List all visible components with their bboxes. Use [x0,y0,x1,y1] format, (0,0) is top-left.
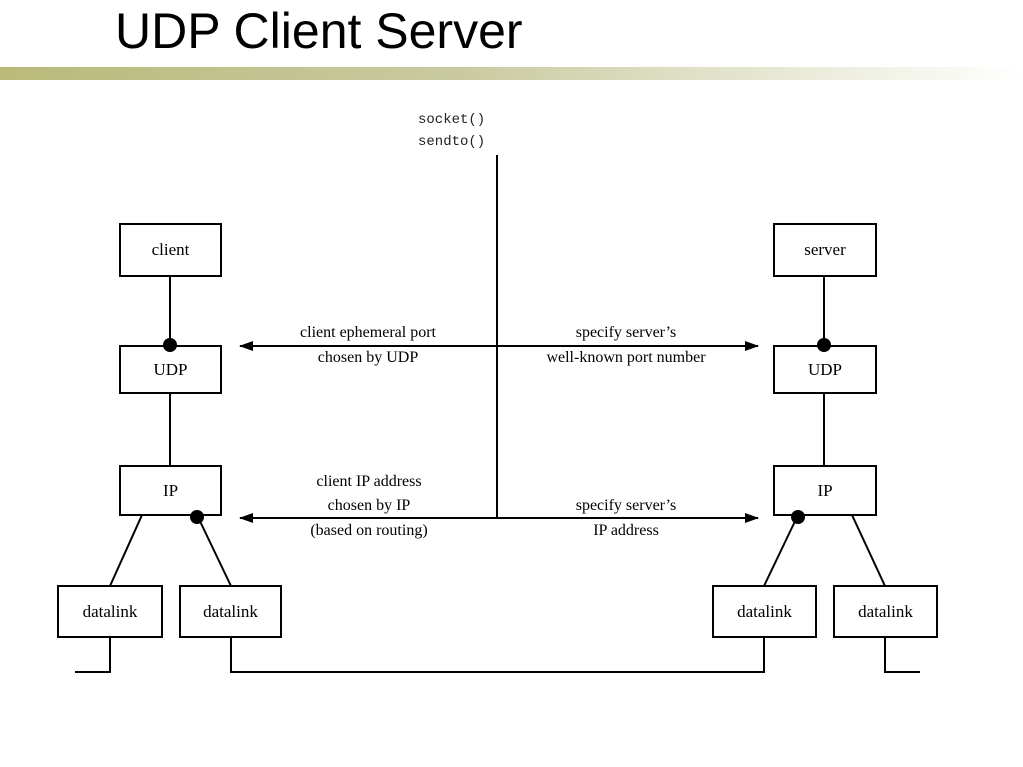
client-ip-link-left [109,514,143,587]
client-app-box: client [119,223,222,277]
server-port-note-line-1: specify server’s [576,324,677,341]
client-datalink-label-2: datalink [203,602,258,621]
server-datalink-label-1: datalink [737,602,792,621]
client-left-network-wire [75,637,111,673]
client-ip-note-line-3: (based on routing) [310,522,427,539]
client-udp-label: UDP [153,360,187,379]
server-udp-box: UDP [773,345,877,394]
server-udp-label: UDP [808,360,842,379]
call-sendto: sendto() [418,134,485,150]
client-ip-note-line-2: chosen by IP [328,497,411,514]
title-rule [0,67,1023,80]
server-udp-dot [817,338,831,352]
server-ip-box: IP [773,465,877,516]
client-ip-note-line-1: client IP address [316,473,421,490]
server-datalink-box-2: datalink [833,585,938,638]
slide-title: UDP Client Server [115,3,523,59]
server-app-label: server [804,240,846,259]
client-udp-dot [163,338,177,352]
server-ip-note-line-1: specify server’s [576,497,677,514]
server-ip-label: IP [817,481,832,500]
server-datalink-label-2: datalink [858,602,913,621]
client-udp-box: UDP [119,345,222,394]
client-port-note-line-2: chosen by UDP [318,349,419,366]
client-port-note-line-1: client ephemeral port [300,324,436,341]
client-ip-dot [190,510,204,524]
client-ip-link-right [196,514,232,587]
server-app-box: server [773,223,877,277]
client-app-label: client [152,240,190,259]
server-port-note-line-2: well-known port number [546,349,706,366]
server-ip-note-line-2: IP address [593,522,659,539]
server-ip-dot [791,510,805,524]
server-ip-link-left [763,514,799,587]
client-ip-box: IP [119,465,222,516]
client-datalink-label-1: datalink [83,602,138,621]
server-ip-link-right [851,514,886,587]
client-datalink-box-1: datalink [57,585,163,638]
call-socket: socket() [418,112,485,128]
client-ip-label: IP [163,481,178,500]
server-datalink-box-1: datalink [712,585,817,638]
server-right-network-wire [884,637,920,673]
shared-network-wire [230,637,765,673]
client-datalink-box-2: datalink [179,585,282,638]
